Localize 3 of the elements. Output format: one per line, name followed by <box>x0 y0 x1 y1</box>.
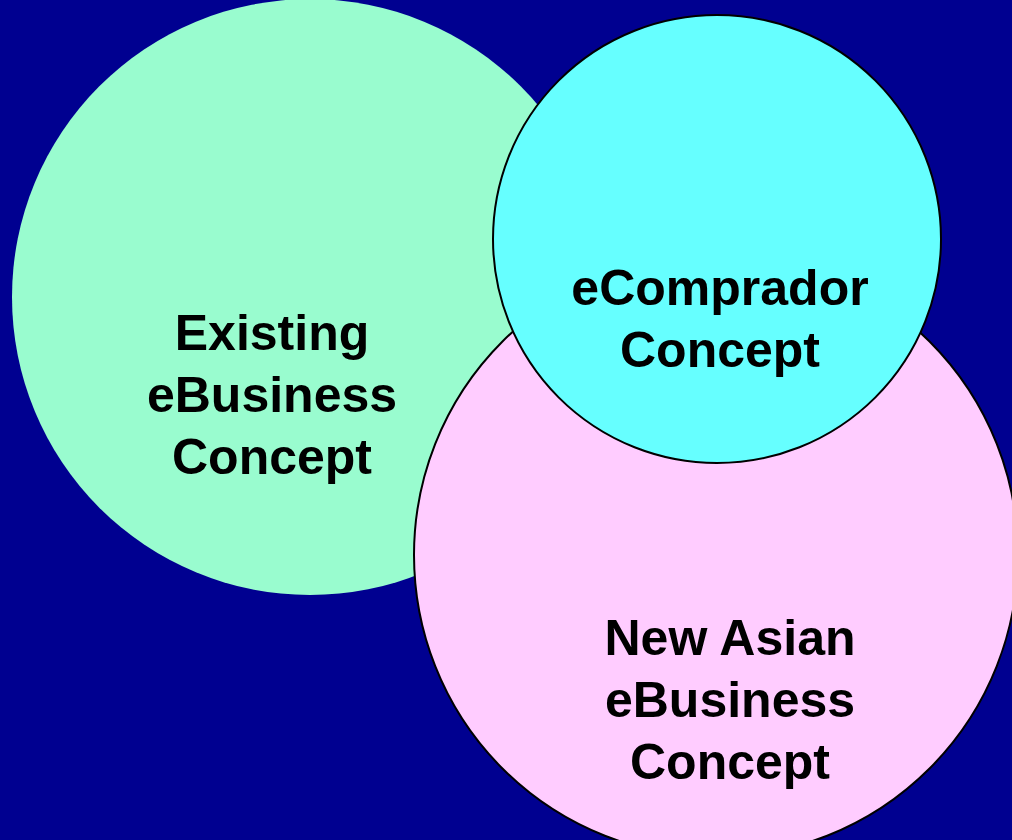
circle-label: Existing eBusiness Concept <box>145 304 399 487</box>
circle-label: eComprador Concept <box>570 259 870 380</box>
circle-label: New Asian eBusiness Concept <box>603 609 857 792</box>
